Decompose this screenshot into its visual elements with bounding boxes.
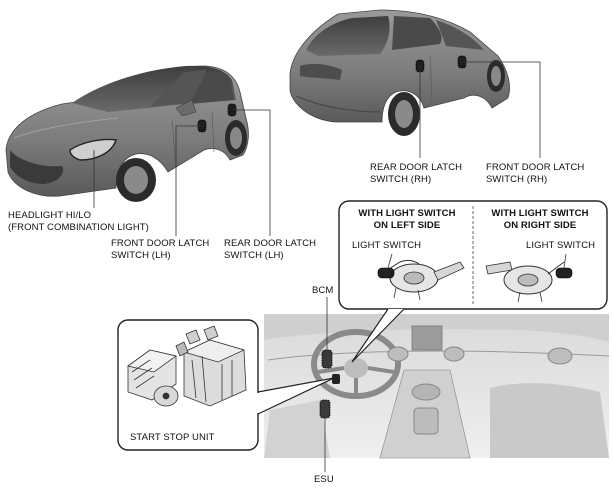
- interior-leaders: [324, 297, 328, 472]
- start-stop-unit-callout-box: [117, 319, 335, 451]
- front-car-illustration: [5, 65, 249, 202]
- rear-door-latch-lh-line2: SWITCH (LH): [224, 250, 284, 261]
- start-stop-unit-illustration: [127, 325, 247, 407]
- front-car-leaders: [93, 109, 271, 236]
- front-door-latch-rh-line2: SWITCH (RH): [486, 174, 548, 185]
- light-switch-right-heading-line2: ON RIGHT SIDE: [503, 220, 577, 231]
- light-switch-right-illustration: [485, 261, 573, 303]
- rear-door-latch-lh-label: REAR DOOR LATCH SWITCH (LH): [224, 238, 316, 262]
- headlight-label-line2: (FRONT COMBINATION LIGHT): [8, 222, 149, 233]
- rear-car-illustration: [289, 9, 510, 136]
- bcm-label: BCM: [312, 285, 334, 296]
- front-door-latch-lh-line2: SWITCH (LH): [111, 250, 171, 261]
- light-switch-left-heading: WITH LIGHT SWITCH ON LEFT SIDE: [346, 208, 468, 232]
- light-switch-left-caption: LIGHT SWITCH: [352, 240, 422, 251]
- interior-illustration: [264, 314, 610, 459]
- light-switch-right-heading-line1: WITH LIGHT SWITCH: [491, 208, 589, 219]
- light-switch-right-caption: LIGHT SWITCH: [526, 240, 596, 251]
- headlight-label: HEADLIGHT HI/LO (FRONT COMBINATION LIGHT…: [8, 210, 149, 234]
- rear-car-leaders: [419, 61, 541, 158]
- light-switch-callout-box: [338, 200, 608, 310]
- front-door-latch-lh-label: FRONT DOOR LATCH SWITCH (LH): [111, 238, 209, 262]
- rear-door-latch-lh-line1: REAR DOOR LATCH: [224, 238, 317, 249]
- front-door-latch-rh-label: FRONT DOOR LATCH SWITCH (RH): [486, 162, 584, 186]
- light-switch-callout-wedge: [351, 308, 405, 363]
- rear-door-latch-rh-line2: SWITCH (RH): [370, 174, 432, 185]
- front-door-latch-rh-line1: FRONT DOOR LATCH: [486, 162, 585, 173]
- light-switch-right-heading: WITH LIGHT SWITCH ON RIGHT SIDE: [478, 208, 602, 232]
- front-door-latch-lh-line1: FRONT DOOR LATCH: [111, 238, 210, 249]
- esu-label: ESU: [314, 474, 334, 485]
- headlight-label-line1: HEADLIGHT HI/LO: [8, 210, 92, 221]
- light-switch-left-heading-line2: ON LEFT SIDE: [373, 220, 441, 231]
- light-switch-left-illustration: [377, 259, 465, 301]
- rear-door-latch-rh-line1: REAR DOOR LATCH: [370, 162, 463, 173]
- rear-door-latch-rh-label: REAR DOOR LATCH SWITCH (RH): [370, 162, 462, 186]
- light-switch-left-heading-line1: WITH LIGHT SWITCH: [358, 208, 456, 219]
- start-stop-unit-label: START STOP UNIT: [130, 432, 215, 443]
